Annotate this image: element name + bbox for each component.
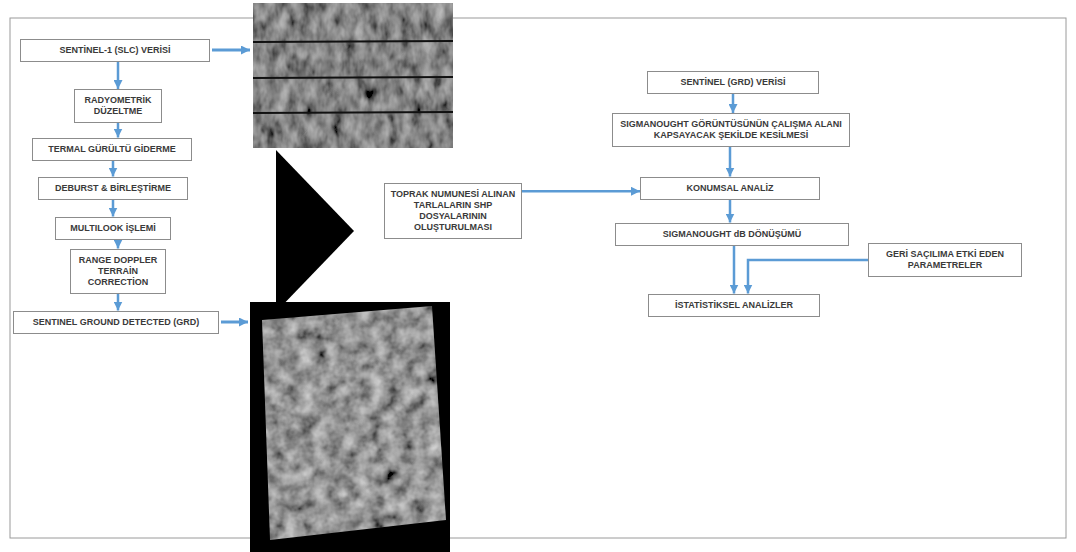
flow-arrow bbox=[117, 123, 120, 138]
process-box: GERİ SAÇILIMA ETKİ EDEN PARAMETRELER bbox=[868, 243, 1022, 277]
box-text: DEBURST & BİRLEŞTİRME bbox=[55, 183, 171, 194]
box-text: TOPRAK NUMUNESİ ALINAN TARLALARIN SHP DO… bbox=[389, 189, 517, 233]
flow-arrow bbox=[732, 94, 735, 114]
box-text: GERİ SAÇILIMA ETKİ EDEN PARAMETRELER bbox=[873, 249, 1017, 271]
box-text: RANGE DOPPLER TERRAİN CORRECTİON bbox=[75, 255, 161, 288]
process-box: SIGMANOUGHT dB DÖNÜŞÜMÜ bbox=[615, 223, 849, 246]
box-text: SENTINEL GROUND DETECTED (GRD) bbox=[33, 317, 199, 328]
frame bbox=[10, 18, 1066, 538]
flow-arrow bbox=[748, 260, 868, 294]
process-box: SENTINEL GROUND DETECTED (GRD) bbox=[13, 311, 219, 334]
process-box: DEBURST & BİRLEŞTİRME bbox=[38, 177, 188, 200]
process-box: SIGMANOUGHT GÖRÜNTÜSÜNÜN ÇALIŞMA ALANI K… bbox=[612, 113, 850, 147]
flow-arrow bbox=[733, 246, 736, 294]
box-text: MULTILOOK İŞLEMİ bbox=[70, 223, 155, 234]
flow-arrow bbox=[522, 190, 640, 193]
box-text: SIGMANOUGHT GÖRÜNTÜSÜNÜN ÇALIŞMA ALANI K… bbox=[617, 119, 845, 141]
box-text: SENTİNEL (GRD) VERİSİ bbox=[681, 77, 786, 88]
grd-image bbox=[250, 302, 450, 552]
flow-arrow bbox=[117, 240, 120, 249]
box-text: SENTİNEL-1 (SLC) VERİSİ bbox=[59, 45, 170, 56]
process-box: TERMAL GÜRÜLTÜ GİDERME bbox=[32, 138, 192, 161]
flow-arrow bbox=[117, 62, 120, 90]
flow-arrow bbox=[117, 294, 120, 311]
flow-arrow bbox=[276, 150, 354, 312]
process-box: KONUMSAL ANALİZ bbox=[640, 177, 820, 200]
process-box: İSTATİSTİKSEL ANALİZLER bbox=[648, 294, 820, 317]
process-box: RADYOMETRİK DÜZELTME bbox=[74, 89, 162, 123]
box-text: TERMAL GÜRÜLTÜ GİDERME bbox=[48, 144, 176, 155]
process-box: RANGE DOPPLER TERRAİN CORRECTİON bbox=[70, 249, 166, 294]
flow-arrow bbox=[112, 161, 115, 177]
box-text: İSTATİSTİKSEL ANALİZLER bbox=[675, 300, 793, 311]
flow-arrow bbox=[729, 200, 732, 223]
image-arrow bbox=[221, 321, 248, 324]
box-text: RADYOMETRİK DÜZELTME bbox=[79, 95, 157, 117]
process-box: SENTİNEL-1 (SLC) VERİSİ bbox=[20, 39, 210, 62]
box-text: SIGMANOUGHT dB DÖNÜŞÜMÜ bbox=[663, 229, 802, 240]
slc-image bbox=[253, 3, 453, 148]
image-arrow bbox=[212, 49, 250, 52]
process-box: TOPRAK NUMUNESİ ALINAN TARLALARIN SHP DO… bbox=[384, 183, 522, 239]
flow-arrow bbox=[112, 200, 115, 217]
flow-arrow bbox=[729, 147, 732, 177]
process-box: SENTİNEL (GRD) VERİSİ bbox=[647, 71, 819, 94]
process-box: MULTILOOK İŞLEMİ bbox=[55, 217, 171, 240]
box-text: KONUMSAL ANALİZ bbox=[687, 183, 774, 194]
